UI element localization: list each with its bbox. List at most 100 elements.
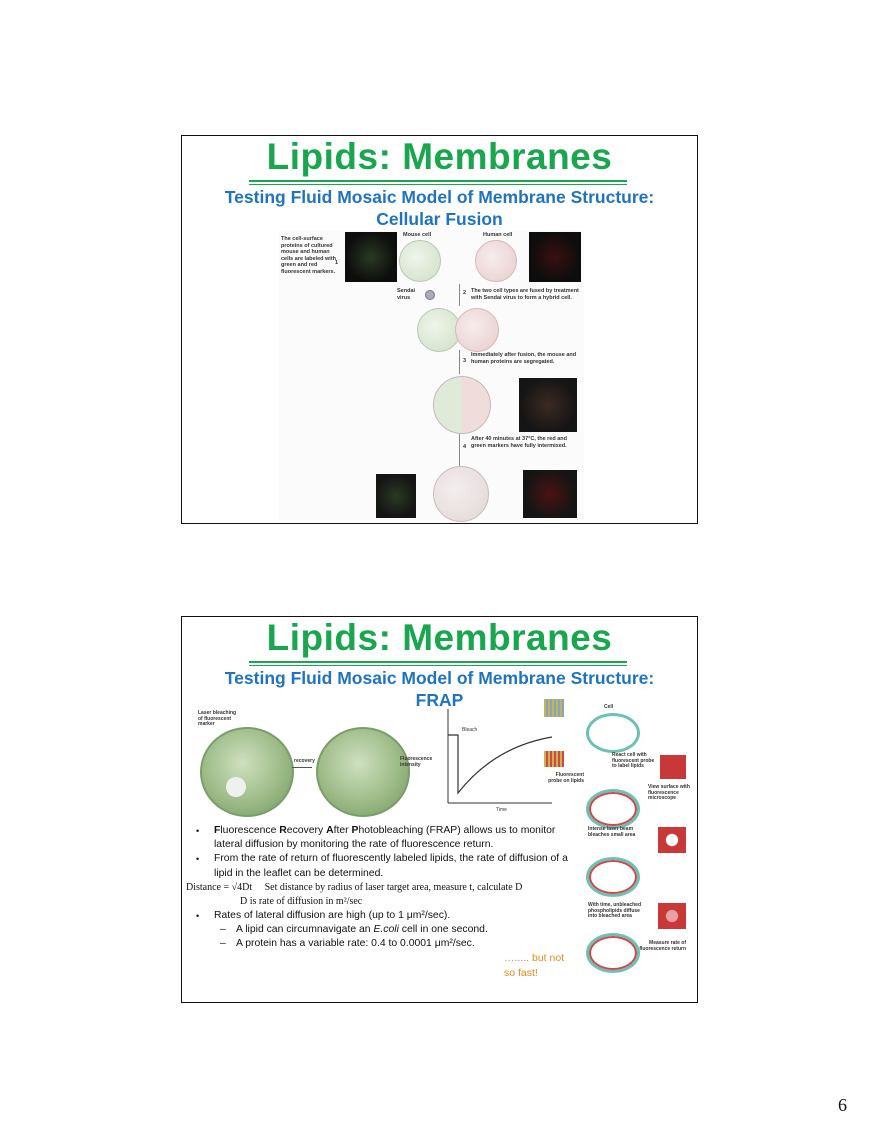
step-bleached-cell: [586, 857, 640, 897]
step-4: 4: [463, 444, 467, 450]
mouse-cell: [399, 240, 441, 282]
mouse-cell-label: Mouse cell: [403, 232, 432, 238]
bleach-label: Bleach: [462, 727, 478, 733]
bleached-cell: [200, 727, 294, 817]
formula-note: Set distance by radius of laser target a…: [264, 881, 523, 893]
hybrid-cell-segregated: [433, 376, 491, 434]
human-cell: [475, 240, 517, 282]
text-fluorescence: luorescence: [220, 825, 280, 836]
text-recovery: ecovery: [286, 825, 327, 836]
step-recovered-cell: [586, 933, 640, 973]
probe-label: Fluorescent probe on lipids: [548, 772, 584, 784]
bullet-rate-of-return: • From the rate of return of fluorescent…: [192, 852, 572, 880]
recovered-cell: [316, 727, 410, 817]
subtitle-line-1: Testing Fluid Mosaic Model of Membrane S…: [224, 187, 655, 207]
hybrid-cell-intermixed: [433, 466, 489, 522]
bullet-dot: •: [196, 910, 200, 921]
sendai-virus-label: Sendai virus: [397, 288, 416, 301]
sendai-virus-icon: [425, 290, 435, 300]
caption-labeling: The cell-surface proteins of cultured mo…: [281, 236, 337, 275]
caption-segregated: Immediately after fusion, the mouse and …: [471, 352, 577, 365]
time-label: Time: [496, 807, 507, 813]
fused-cell-mouse-half: [417, 308, 461, 352]
cell-label: Cell: [604, 704, 614, 710]
measure-label: Measure rate of fluorescence return: [639, 940, 686, 952]
title-underline: [249, 180, 627, 182]
sub-text: A protein has a variable rate: 0.4 to 0.…: [236, 938, 475, 950]
step-cell: [586, 713, 640, 753]
text-after: fter: [333, 825, 352, 836]
diffusion-formula: Distance = √4Dt Set distance by radius o…: [186, 881, 572, 895]
title-underline-thin: [249, 665, 627, 666]
react-label: React cell with fluorescent probe to lab…: [612, 752, 655, 769]
sub-bullet-dash: –: [220, 938, 226, 950]
intermixed-red-image: [523, 470, 577, 518]
step-1: 1: [335, 260, 339, 266]
caption-fusion: The two cell types are fused by treatmen…: [471, 288, 579, 301]
recovery-curve-plot: Bleach Time: [447, 709, 553, 813]
fused-cell-human-half: [455, 308, 499, 352]
step-3: 3: [463, 358, 467, 364]
recovering-surface-image: [658, 903, 686, 929]
segregated-fluorescence-image: [519, 378, 577, 432]
bleached-surface-image: [658, 827, 686, 853]
slide-frap: Lipids: Membranes Testing Fluid Mosaic M…: [181, 616, 698, 1003]
bleached-spot: [226, 777, 246, 797]
formula-distance: Distance = √4Dt: [186, 881, 253, 893]
page-number: 6: [838, 1095, 847, 1115]
recovery-arrow: [292, 767, 312, 768]
labeled-surface-image: [660, 755, 686, 779]
sub-text-end: cell in one second.: [398, 924, 488, 936]
subtitle-line-2: Cellular Fusion: [376, 209, 503, 229]
subtitle-line-2: FRAP: [415, 690, 464, 710]
bullet-text: From the rate of return of fluorescently…: [214, 853, 568, 879]
cell-fusion-figure: The cell-surface proteins of cultured mo…: [279, 230, 584, 522]
frap-recovery-graph: Bleach Time: [444, 707, 554, 815]
step-2: 2: [463, 290, 467, 296]
view-label: View surface with fluorescence microscop…: [648, 784, 690, 801]
arrow-step-4: [459, 434, 460, 466]
fluorescence-intensity-label: Fluorescence intensity: [400, 756, 433, 768]
diffuse-label: With time, unbleached phospholipids diff…: [588, 902, 642, 919]
intermixed-green-image: [376, 474, 416, 518]
slide-title: Lipids: Membranes: [266, 136, 613, 177]
title-underline-thin: [249, 184, 627, 185]
acronym-r: R: [279, 825, 287, 836]
arrow-step-3: [459, 350, 460, 374]
mouse-fluorescence-image: [345, 232, 397, 282]
frap-bullets: • Fluorescence Recovery After Photobleac…: [186, 824, 572, 980]
slide-subtitle: Testing Fluid Mosaic Model of Membrane S…: [182, 186, 697, 230]
human-fluorescence-image: [529, 232, 581, 282]
laser-label: Intense laser beam bleaches small area: [588, 826, 636, 838]
subtitle-line-1: Testing Fluid Mosaic Model of Membrane S…: [224, 668, 655, 688]
bullet-dot: •: [196, 826, 200, 836]
arrow-step-2: [459, 284, 460, 306]
frap-cell-figure: Laser bleaching of fluorescent marker re…: [186, 707, 433, 819]
text-photobleaching: hotobleaching (FRAP) allows us to monito…: [214, 825, 556, 851]
diffusion-definition: D is rate of diffusion in m²/sec: [240, 895, 363, 907]
recovery-curve: [448, 734, 553, 795]
ecoli-italic: E.coli: [373, 924, 399, 936]
laser-bleaching-label: Laser bleaching of fluorescent marker: [198, 710, 237, 727]
acronym-a: A: [326, 825, 334, 836]
bullet-text: Rates of lateral diffusion are high (up …: [214, 909, 451, 921]
frap-steps-figure: Cell Fluorescent probe on lipids React c…: [542, 697, 692, 997]
lipid-bilayer-icon: [544, 699, 564, 717]
slide-title: Lipids: Membranes: [266, 617, 613, 658]
sub-bullet-lipid: – A lipid can circumnavigate an E.coli c…: [192, 923, 572, 937]
sub-bullet-protein: – A protein has a variable rate: 0.4 to …: [192, 937, 572, 951]
not-so-fast-note: …..... but not so fast!: [504, 952, 565, 979]
bullet-dot: •: [196, 854, 200, 865]
labeled-bilayer-icon: [544, 751, 564, 767]
bullet-rates: • Rates of lateral diffusion are high (u…: [192, 909, 572, 923]
caption-intermixed: After 40 minutes at 37°C, the red and gr…: [471, 436, 568, 449]
step-labeled-cell: [586, 789, 640, 829]
sub-text: A lipid can circumnavigate an: [236, 924, 374, 936]
slide-cellular-fusion: Lipids: Membranes Testing Fluid Mosaic M…: [181, 135, 698, 524]
acronym-f: F: [214, 825, 221, 836]
slide-subtitle: Testing Fluid Mosaic Model of Membrane S…: [182, 667, 697, 711]
acronym-p: P: [351, 825, 359, 836]
recovery-label: recovery: [294, 758, 315, 764]
bullet-frap-definition: • Fluorescence Recovery After Photobleac…: [192, 824, 572, 852]
title-underline: [249, 661, 627, 663]
